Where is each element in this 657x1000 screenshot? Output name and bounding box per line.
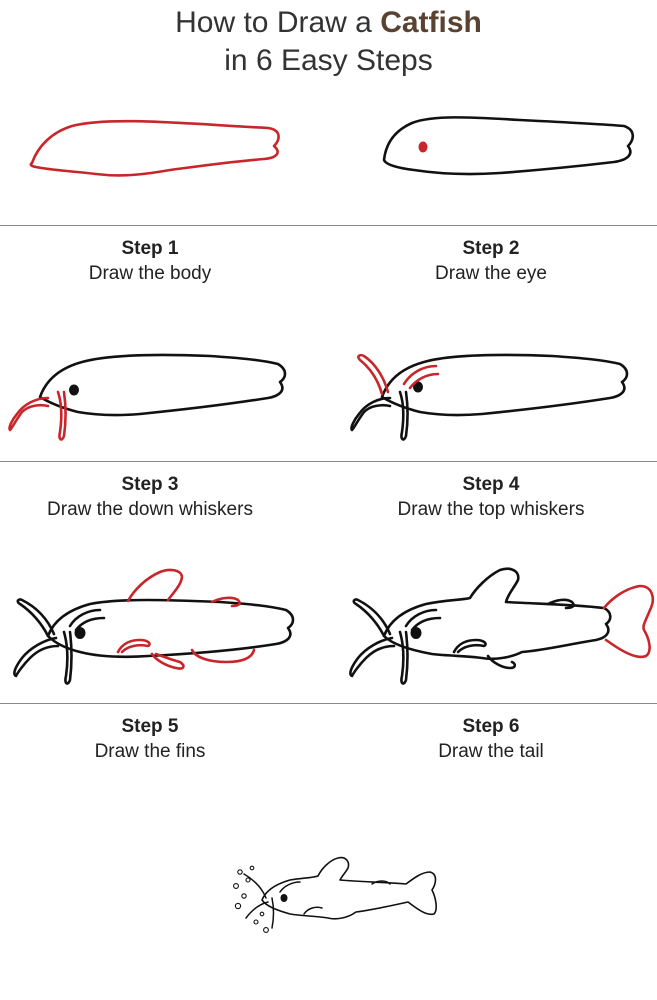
- row-divider-1: [0, 225, 657, 226]
- page-title: How to Draw a Catfish in 6 Easy Steps: [0, 4, 657, 80]
- small-fins: [303, 880, 391, 915]
- adipose-fin: [210, 596, 241, 608]
- dorsal-fin: [126, 568, 184, 603]
- left-top-whisker: [352, 598, 392, 638]
- step-2-text: Draw the eye: [435, 263, 547, 284]
- right-top-whisker: [402, 364, 440, 390]
- left-down-whisker: [13, 636, 60, 678]
- eye-dot: [410, 627, 422, 639]
- title-prefix: How to Draw a: [175, 6, 381, 39]
- eye-dot: [74, 627, 86, 639]
- title-animal-name: Catfish: [380, 6, 482, 39]
- eye-dot: [280, 894, 288, 902]
- pelvic-fin: [486, 654, 517, 670]
- eye-dot: [413, 381, 423, 393]
- eye-dot: [69, 384, 79, 396]
- step-1-text: Draw the body: [88, 263, 212, 284]
- title-line-2: in 6 Easy Steps: [224, 44, 433, 77]
- eye-dot: [418, 141, 428, 153]
- step-1-caption: Step 1 Draw the body: [0, 237, 300, 287]
- pectoral-fin: [452, 638, 487, 654]
- pectoral-fin: [116, 638, 151, 654]
- left-down-whisker: [8, 396, 50, 432]
- step-5-caption: Step 5 Draw the fins: [0, 715, 300, 765]
- left-down-whisker: [349, 636, 396, 678]
- step-2-label: Step 2: [462, 238, 520, 259]
- pelvic-fin: [150, 652, 185, 670]
- left-down-whisker: [350, 396, 392, 432]
- right-top-whisker: [68, 608, 106, 632]
- right-down-whisker: [56, 390, 67, 441]
- tail-fin: [602, 584, 654, 659]
- body-outline: [380, 353, 629, 417]
- bubbles: [233, 865, 269, 933]
- step-3-label: Step 3: [121, 474, 179, 495]
- left-top-whisker: [16, 598, 56, 638]
- step-6-label: Step 6: [462, 716, 520, 737]
- body-outline: [261, 856, 437, 920]
- row-divider-3: [0, 703, 657, 704]
- step-4-text: Draw the top whiskers: [397, 499, 585, 520]
- body-outline: [38, 353, 287, 417]
- title-line-1: How to Draw a Catfish: [0, 4, 657, 42]
- step-3-text: Draw the down whiskers: [47, 499, 253, 520]
- body-outline: [46, 598, 295, 659]
- adipose-fin: [546, 598, 575, 610]
- step-1-label: Step 1: [121, 238, 179, 259]
- step-4-caption: Step 4 Draw the top whiskers: [341, 473, 641, 523]
- anal-fin: [190, 648, 256, 664]
- right-down-whisker: [62, 630, 73, 685]
- step-4-label: Step 4: [462, 474, 520, 495]
- body-outline: [382, 116, 635, 176]
- step-2-caption: Step 2 Draw the eye: [341, 237, 641, 287]
- body-outline: [29, 119, 280, 177]
- right-down-whisker: [398, 390, 409, 441]
- final-catfish: [243, 856, 437, 929]
- step-6-caption: Step 6 Draw the tail: [341, 715, 641, 765]
- right-top-whisker: [404, 608, 442, 632]
- body-outline: [382, 567, 612, 661]
- step-3-caption: Step 3 Draw the down whiskers: [0, 473, 300, 523]
- whiskers: [243, 873, 301, 929]
- row-divider-2: [0, 461, 657, 462]
- left-top-whisker: [357, 353, 390, 396]
- step-5-text: Draw the fins: [94, 741, 206, 762]
- step-6-text: Draw the tail: [438, 741, 544, 762]
- step-5-label: Step 5: [121, 716, 179, 737]
- right-down-whisker: [398, 630, 409, 685]
